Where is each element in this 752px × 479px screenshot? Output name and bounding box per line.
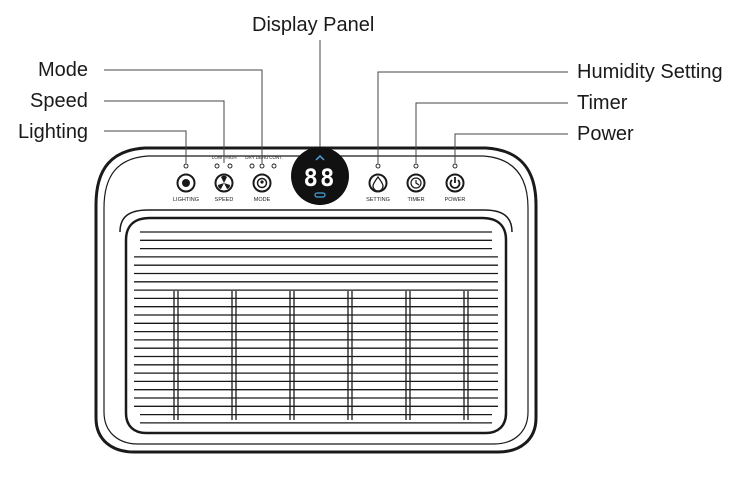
power-icon <box>449 177 461 189</box>
mode-cont-label: CONT. <box>269 155 283 160</box>
speed-low-label: LOW <box>212 155 223 160</box>
setting-indicator-led <box>375 163 381 169</box>
callout-humidity-setting: Humidity Setting <box>577 61 723 83</box>
mode-icon <box>256 177 268 189</box>
display-screen <box>291 147 349 205</box>
ion-icon <box>314 192 326 198</box>
lighting-button-label: LIGHTING <box>173 197 199 203</box>
leader-mode <box>104 69 263 163</box>
display-digits: 88 <box>304 164 337 192</box>
setting-button[interactable]: SETTING <box>366 163 390 203</box>
callout-speed: Speed <box>30 90 88 112</box>
air-grille <box>119 209 513 435</box>
leader-lighting <box>104 130 187 163</box>
speed-high-led <box>227 163 233 169</box>
leader-speed <box>104 100 225 163</box>
clock-icon <box>410 177 422 189</box>
callout-power: Power <box>577 123 634 145</box>
speed-low-led <box>214 163 220 169</box>
callout-mode: Mode <box>38 59 89 81</box>
fan-icon <box>217 175 231 189</box>
mode-button-label: MODE <box>254 197 271 203</box>
mode-cont-led <box>271 163 277 169</box>
callout-display-panel: Display Panel <box>252 14 375 36</box>
leader-timer <box>415 102 568 163</box>
mode-dehu-led <box>259 163 265 169</box>
wifi-icon <box>315 154 325 161</box>
speed-high-label: HIGH <box>225 155 236 160</box>
display-panel: 88 <box>291 147 349 205</box>
droplet-icon <box>372 175 384 192</box>
timer-button[interactable]: TIMER <box>406 163 426 203</box>
timer-indicator-led <box>413 163 419 169</box>
leader-humidity <box>377 71 568 163</box>
setting-button-label: SETTING <box>366 197 390 203</box>
callout-lighting: Lighting <box>18 121 89 143</box>
lighting-button[interactable]: LIGHTING <box>173 163 199 203</box>
speed-button[interactable]: LOW HIGH SPEED <box>212 155 237 203</box>
callout-timer: Timer <box>577 92 628 114</box>
power-button[interactable]: POWER <box>445 163 466 203</box>
sun-icon <box>182 179 190 187</box>
lighting-indicator-led <box>183 163 189 169</box>
timer-button-label: TIMER <box>407 197 424 203</box>
power-indicator-led <box>452 163 458 169</box>
mode-dry-label: DRY <box>245 155 254 160</box>
leader-lines <box>104 40 568 163</box>
leader-power <box>454 133 568 163</box>
device-body-inner-edge <box>103 155 529 445</box>
mode-dry-led <box>249 163 255 169</box>
power-button-label: POWER <box>445 197 466 203</box>
speed-button-label: SPEED <box>215 197 234 203</box>
